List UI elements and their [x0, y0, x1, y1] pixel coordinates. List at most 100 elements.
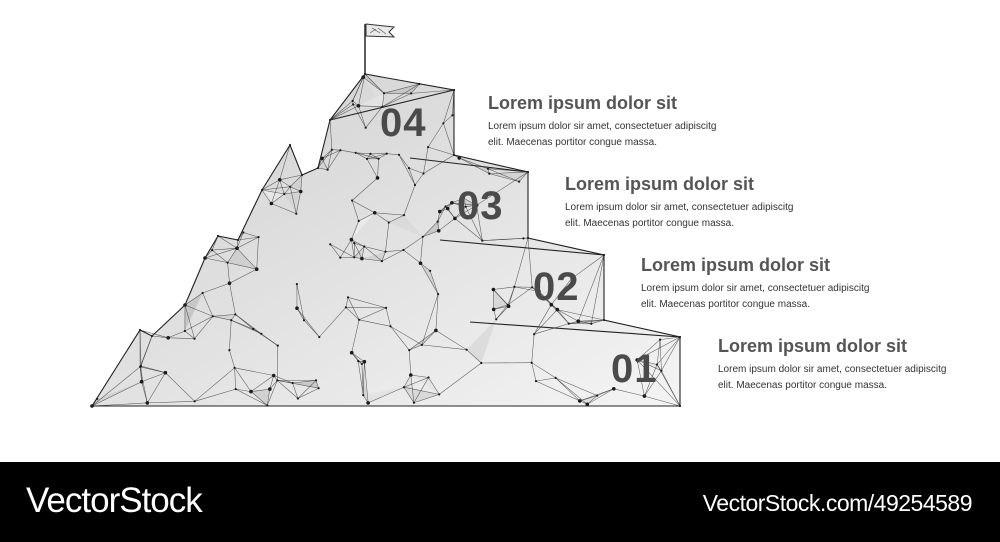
mesh-line: [353, 246, 365, 258]
mesh-line: [351, 177, 378, 201]
mesh-line: [355, 152, 368, 160]
mesh-line: [184, 304, 213, 317]
mesh-line: [229, 350, 235, 368]
mesh-node: [410, 92, 413, 95]
mesh-line: [636, 359, 681, 407]
mesh-line: [279, 179, 291, 187]
mesh-node: [366, 401, 370, 405]
mesh-line: [361, 363, 364, 396]
mesh-line: [329, 119, 333, 150]
mesh-line: [381, 251, 386, 262]
mesh-line: [656, 339, 661, 365]
mesh-node: [372, 211, 377, 215]
mesh-line: [362, 361, 365, 396]
mesh-line: [271, 203, 297, 214]
mesh-line: [236, 232, 244, 249]
mesh-node: [318, 335, 321, 339]
mesh-node: [389, 325, 392, 328]
mesh-line: [386, 153, 400, 156]
mesh-line: [330, 244, 355, 258]
mesh-line: [140, 366, 166, 373]
mesh-line: [428, 146, 455, 156]
step-01-text: Lorem ipsum dolor sit Lorem ipsum dolor …: [718, 336, 988, 394]
mesh-line: [227, 262, 230, 284]
mesh-line: [438, 218, 456, 232]
mesh-line: [377, 158, 379, 178]
mesh-node: [457, 156, 462, 160]
mesh-line: [351, 352, 363, 365]
mesh-line: [329, 104, 354, 121]
step-03-desc-line2: elit. Maecenas portitor congue massa.: [565, 217, 734, 229]
mesh-node: [409, 373, 413, 377]
mesh-line: [591, 319, 605, 325]
mesh-line: [345, 297, 349, 308]
mountain-edge: [91, 73, 681, 407]
mesh-line: [271, 193, 285, 204]
mesh-line: [637, 359, 662, 372]
mesh-line: [204, 247, 238, 259]
mesh-line: [637, 336, 681, 361]
mesh-face: [466, 319, 497, 363]
mesh-face: [290, 175, 302, 192]
mesh-line: [261, 186, 291, 191]
mesh-line: [250, 391, 268, 406]
mesh-node: [302, 319, 306, 322]
mesh-node: [402, 248, 405, 252]
mesh-line: [374, 212, 405, 216]
mesh-node: [295, 212, 298, 215]
mesh-node: [402, 214, 406, 217]
step-04-description: Lorem ipsum dolor sir amet, consectetuer…: [488, 119, 758, 151]
mesh-line: [644, 364, 658, 397]
mesh-line: [358, 105, 366, 128]
mesh-line: [423, 154, 455, 174]
step-04-desc-line2: elit. Maecenas portitor congue massa.: [488, 136, 657, 148]
mesh-node: [357, 360, 360, 363]
mesh-line: [290, 186, 301, 192]
mesh-line: [435, 294, 439, 331]
step-ledge-line: [439, 239, 605, 256]
mesh-line: [403, 236, 423, 251]
mesh-node: [201, 291, 204, 295]
mesh-node: [344, 306, 347, 309]
mesh-node: [554, 376, 557, 379]
mesh-node: [491, 307, 496, 312]
mesh-line: [533, 304, 552, 335]
mesh-line: [194, 388, 236, 402]
mesh-node: [163, 370, 168, 375]
mesh-face: [410, 375, 440, 395]
mesh-line: [321, 158, 328, 170]
step-02-desc-line2: elit. Maecenas portitor congue massa.: [641, 298, 810, 310]
mesh-line: [437, 206, 446, 222]
mesh-line: [408, 168, 416, 186]
mesh-node: [360, 362, 363, 365]
mesh-line: [383, 83, 420, 94]
step-01-title: Lorem ipsum dolor sit: [718, 336, 908, 356]
mesh-node: [596, 394, 599, 397]
mesh-line: [532, 287, 552, 305]
mesh-node: [518, 180, 521, 183]
mesh-line: [243, 232, 259, 238]
mesh-line: [364, 246, 386, 252]
watermark-footer: VectorStock VectorStock.com/49254589: [0, 462, 1000, 542]
mesh-line: [236, 236, 259, 249]
mesh-node: [427, 376, 430, 379]
mountain-steps-illustration: [90, 23, 682, 408]
mesh-line: [357, 361, 364, 396]
mesh-line: [410, 374, 429, 378]
mesh-node: [513, 285, 516, 288]
mesh-line: [253, 328, 278, 346]
mesh-node: [438, 209, 442, 214]
mesh-line: [443, 115, 453, 124]
mesh-line: [644, 370, 662, 397]
mesh-line: [296, 308, 305, 321]
mesh-line: [250, 375, 274, 392]
mesh-line: [351, 200, 359, 222]
mesh-node: [362, 359, 367, 364]
mesh-line: [229, 283, 236, 315]
mesh-line: [465, 204, 477, 208]
mesh-node: [445, 206, 450, 211]
mesh-node: [228, 349, 231, 352]
mesh-line: [489, 171, 529, 174]
mesh-line: [403, 374, 412, 388]
mesh-node: [436, 229, 441, 233]
